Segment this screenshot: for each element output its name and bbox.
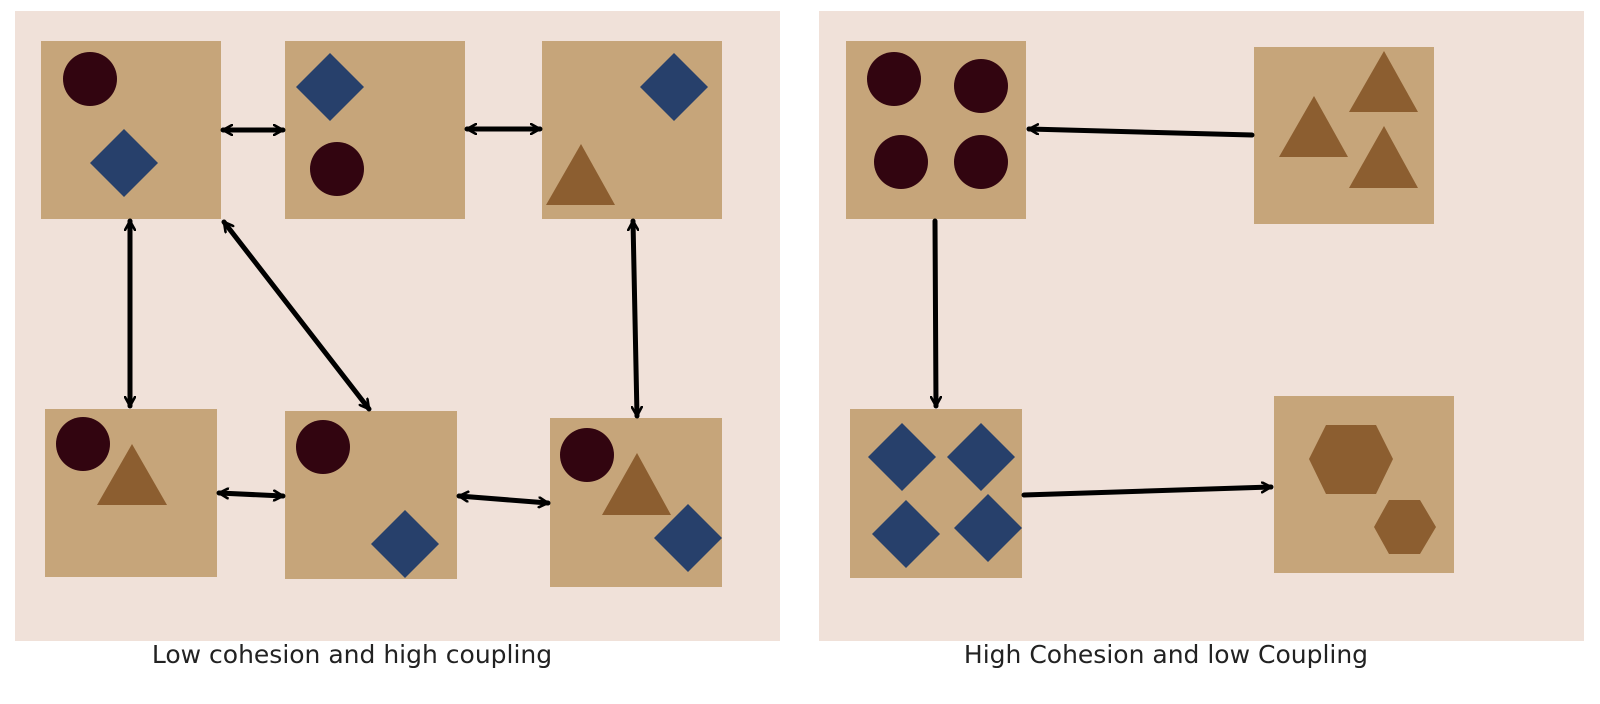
coupling-arrow xyxy=(1026,129,1255,138)
hexagon-shape xyxy=(1374,500,1436,554)
triangle-shape xyxy=(97,444,167,505)
coupling-arrow xyxy=(221,219,372,412)
coupling-arrow xyxy=(456,496,551,503)
circle-shape xyxy=(56,417,110,471)
circle-shape xyxy=(310,142,364,196)
diamond-shape xyxy=(954,494,1022,562)
diamond-shape xyxy=(371,510,439,578)
circle-shape xyxy=(296,420,350,474)
module-right-triangles xyxy=(1254,47,1434,224)
coupling-arrow xyxy=(216,493,286,496)
triangle-shape xyxy=(1279,96,1348,157)
module-left-2 xyxy=(285,41,465,219)
hexagon-shape xyxy=(1309,425,1393,494)
panel-high-cohesion xyxy=(819,11,1584,641)
diamond-shape xyxy=(296,53,364,121)
circle-shape xyxy=(954,135,1008,189)
diamond-shape xyxy=(90,129,158,197)
diamond-shape xyxy=(872,500,940,568)
diamond-shape xyxy=(868,423,936,491)
coupling-arrow xyxy=(1021,487,1274,498)
coupling-arrow xyxy=(633,218,637,419)
triangle-shape xyxy=(602,453,671,515)
caption-high-cohesion: High Cohesion and low Coupling xyxy=(963,640,1369,669)
triangle-shape xyxy=(546,144,615,205)
triangle-shape xyxy=(1349,126,1418,188)
circle-shape xyxy=(874,135,928,189)
caption-low-cohesion: Low cohesion and high coupling xyxy=(151,640,553,669)
diamond-shape xyxy=(654,504,722,572)
diamond-shape xyxy=(640,53,708,121)
circle-shape xyxy=(560,428,614,482)
triangle-shape xyxy=(1349,51,1418,112)
circle-shape xyxy=(63,52,117,106)
circle-shape xyxy=(867,52,921,106)
circle-shape xyxy=(954,59,1008,113)
panel-low-cohesion xyxy=(15,11,780,641)
coupling-arrow xyxy=(935,218,936,409)
diamond-shape xyxy=(947,423,1015,491)
